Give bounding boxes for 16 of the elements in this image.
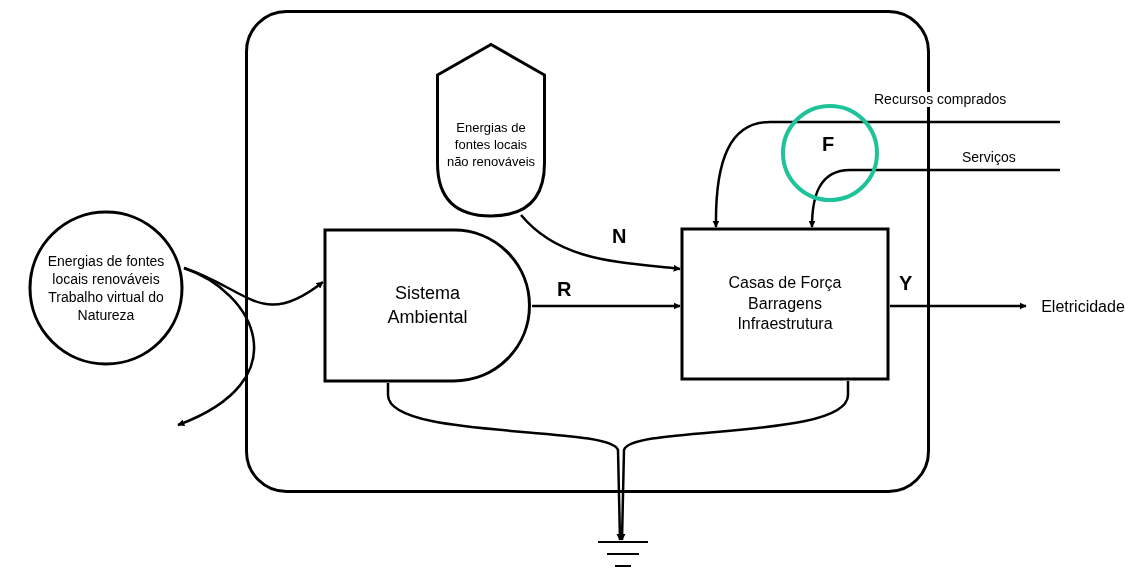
arrow	[808, 168, 1060, 228]
arrow	[520, 214, 681, 272]
edge-label: Serviços	[962, 150, 1016, 166]
node-label: Energias de fontes locais não renováveis	[445, 120, 537, 171]
output-label: Eletricidade	[1041, 296, 1125, 317]
edge-label: Recursos comprados	[874, 92, 1007, 108]
arrow	[712, 120, 1060, 228]
arrow	[890, 302, 1027, 310]
node-label: Casas de Força Barragens Infraestrutura	[727, 272, 843, 335]
arrow	[532, 302, 681, 310]
node-label: Sistema Ambiental	[386, 282, 469, 329]
node-label: Energias de fontes locais renováveis Trabalho virtual do Natureza	[46, 251, 166, 325]
arrow	[618, 381, 850, 541]
flow-label: F	[822, 133, 835, 155]
arrow	[177, 266, 255, 427]
arrow	[386, 383, 624, 541]
